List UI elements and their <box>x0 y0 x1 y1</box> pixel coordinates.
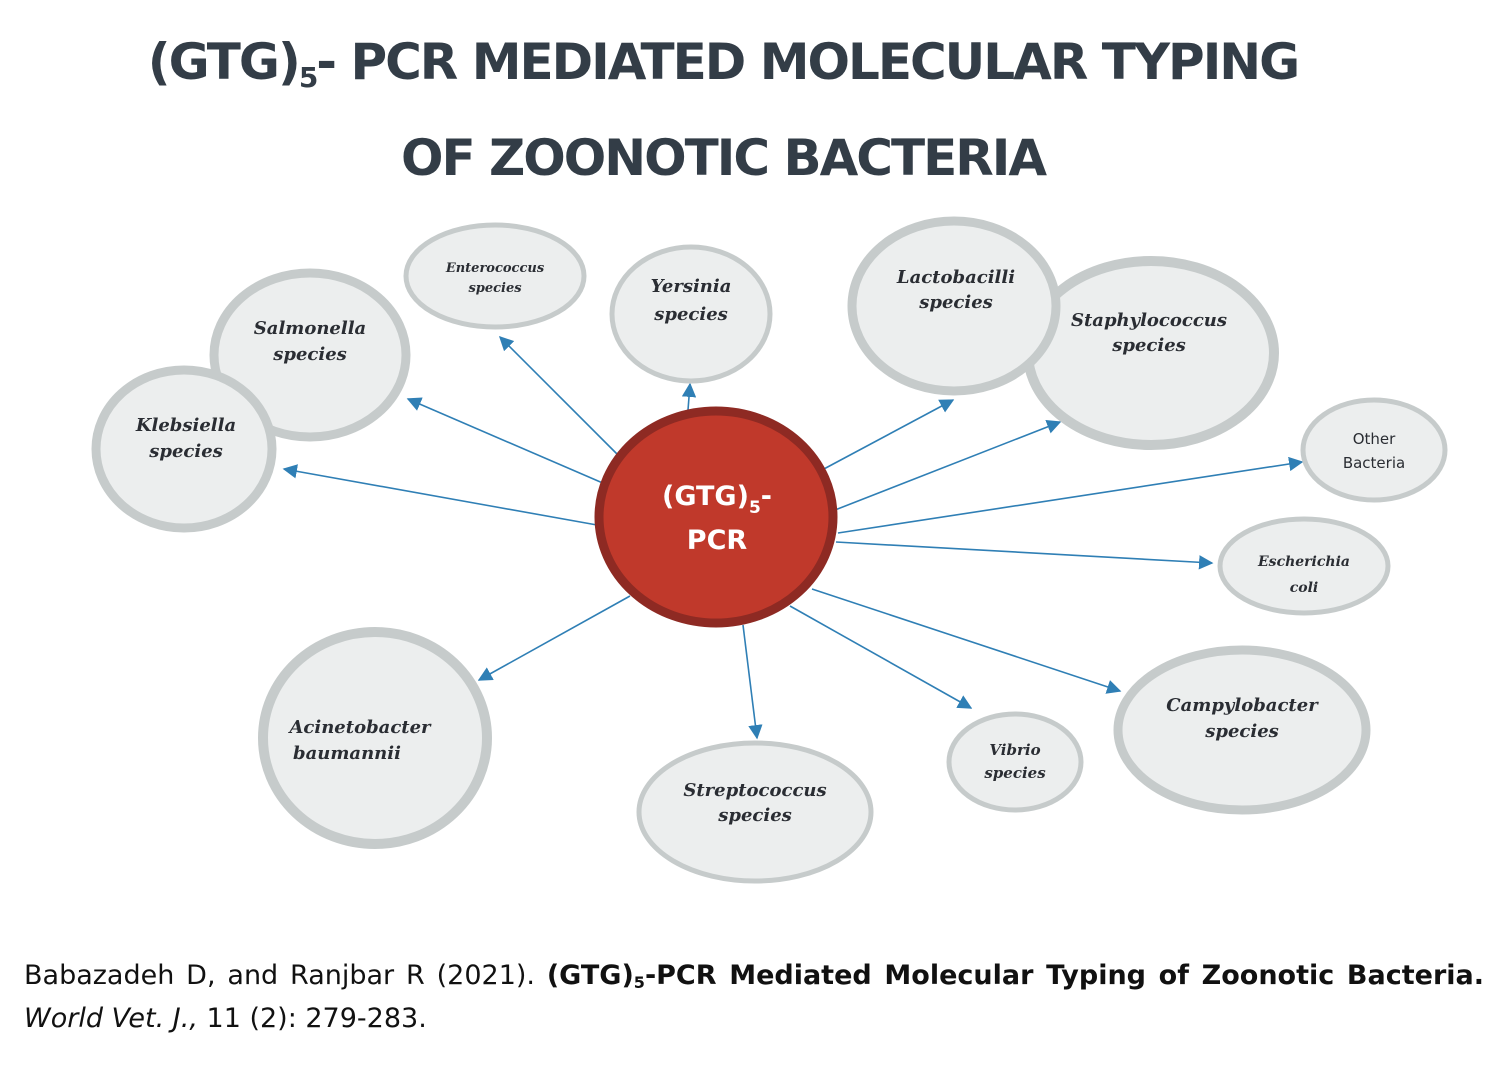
label-other-bacteria-line-1: Other <box>1353 430 1396 448</box>
label-salmonella-line-2: species <box>272 344 347 365</box>
bubble-staphylococcus: Staphylococcus species <box>1023 256 1279 450</box>
bubble-streptococcus: Streptococcus species <box>636 740 874 884</box>
arrow-to-klebsiella <box>282 464 598 526</box>
label-campylobacter-line-1: Campylobacter <box>1166 695 1319 716</box>
label-escherichia-line-1: Escherichia <box>1257 554 1350 570</box>
label-streptococcus-line-1: Streptococcus <box>683 780 826 801</box>
center-label-line-1: (GTG)5- <box>662 481 772 518</box>
bubble-klebsiella: Klebsiella species <box>91 365 277 533</box>
label-other-bacteria-line-2: Bacteria <box>1343 454 1405 472</box>
bubble-acinetobacter: Acinetobacter baumannii <box>258 627 492 849</box>
label-vibrio-line-1: Vibrio <box>989 741 1040 759</box>
label-acinetobacter-line-2: baumannii <box>293 743 401 764</box>
arrow-to-lactobacilli <box>821 399 955 471</box>
arrow-to-other-bacteria <box>837 456 1304 534</box>
center-node-gtg5-pcr: (GTG)5- PCR <box>594 406 838 628</box>
label-enterococcus-line-1: Enterococcus <box>445 261 545 276</box>
label-vibrio-line-2: species <box>984 764 1046 782</box>
bubble-vibrio: Vibrio species <box>946 711 1084 813</box>
citation-authors: Babazadeh D, and Ranjbar R (2021). <box>24 960 535 991</box>
label-klebsiella-line-2: species <box>148 441 223 462</box>
title-line-2: OF ZOONOTIC BACTERIA <box>400 129 1047 187</box>
arrow-to-staphylococcus <box>834 420 1062 511</box>
arrow-to-acinetobacter <box>477 595 631 681</box>
arrow-to-escherichia <box>835 541 1214 570</box>
label-klebsiella-line-1: Klebsiella <box>135 415 236 436</box>
title-line-1: (GTG)5- PCR MEDIATED MOLECULAR TYPING <box>147 33 1300 94</box>
arrow-to-campylobacter <box>811 588 1122 694</box>
arrow-to-streptococcus <box>742 624 763 740</box>
arrow-to-salmonella <box>406 397 613 488</box>
label-enterococcus-line-2: species <box>468 281 522 296</box>
bubble-other-bacteria: Other Bacteria <box>1300 397 1448 503</box>
bubble-lactobacilli: Lactobacilli species <box>847 216 1061 396</box>
label-staphylococcus-line-2: species <box>1111 335 1186 356</box>
center-label-line-2: PCR <box>687 525 748 556</box>
label-lactobacilli-line-1: Lactobacilli <box>896 267 1015 288</box>
arrows <box>282 335 1304 740</box>
bubble-enterococcus: Enterococcus species <box>403 222 587 330</box>
bubble-salmonella: Salmonella species <box>209 268 411 442</box>
label-escherichia-line-2: coli <box>1290 580 1319 596</box>
bubble-yersinia: Yersinia species <box>609 244 773 384</box>
label-salmonella-line-1: Salmonella <box>254 318 366 339</box>
label-streptococcus-line-2: species <box>717 805 792 826</box>
bubble-campylobacter: Campylobacter species <box>1113 645 1371 815</box>
bubble-escherichia: Escherichia coli <box>1217 516 1391 616</box>
label-acinetobacter-line-1: Acinetobacter <box>287 717 432 738</box>
arrow-to-vibrio <box>789 605 973 709</box>
label-yersinia-line-2: species <box>653 304 728 325</box>
citation: Babazadeh D, and Ranjbar R (2021). (GTG)… <box>24 958 1484 1037</box>
citation-title: (GTG)5-PCR Mediated Molecular Typing of … <box>546 960 1484 992</box>
citation-volume-pages: 11 (2): 279-283. <box>206 1003 427 1034</box>
label-staphylococcus-line-1: Staphylococcus <box>1071 310 1227 331</box>
label-campylobacter-line-2: species <box>1204 721 1279 742</box>
arrow-to-enterococcus <box>498 335 632 469</box>
citation-journal: World Vet. J., <box>24 1003 198 1034</box>
arrow-to-yersinia <box>681 382 697 411</box>
page-title: (GTG)5- PCR MEDIATED MOLECULAR TYPING OF… <box>0 22 1446 198</box>
label-lactobacilli-line-2: species <box>918 292 993 313</box>
label-yersinia-line-1: Yersinia <box>651 276 732 297</box>
